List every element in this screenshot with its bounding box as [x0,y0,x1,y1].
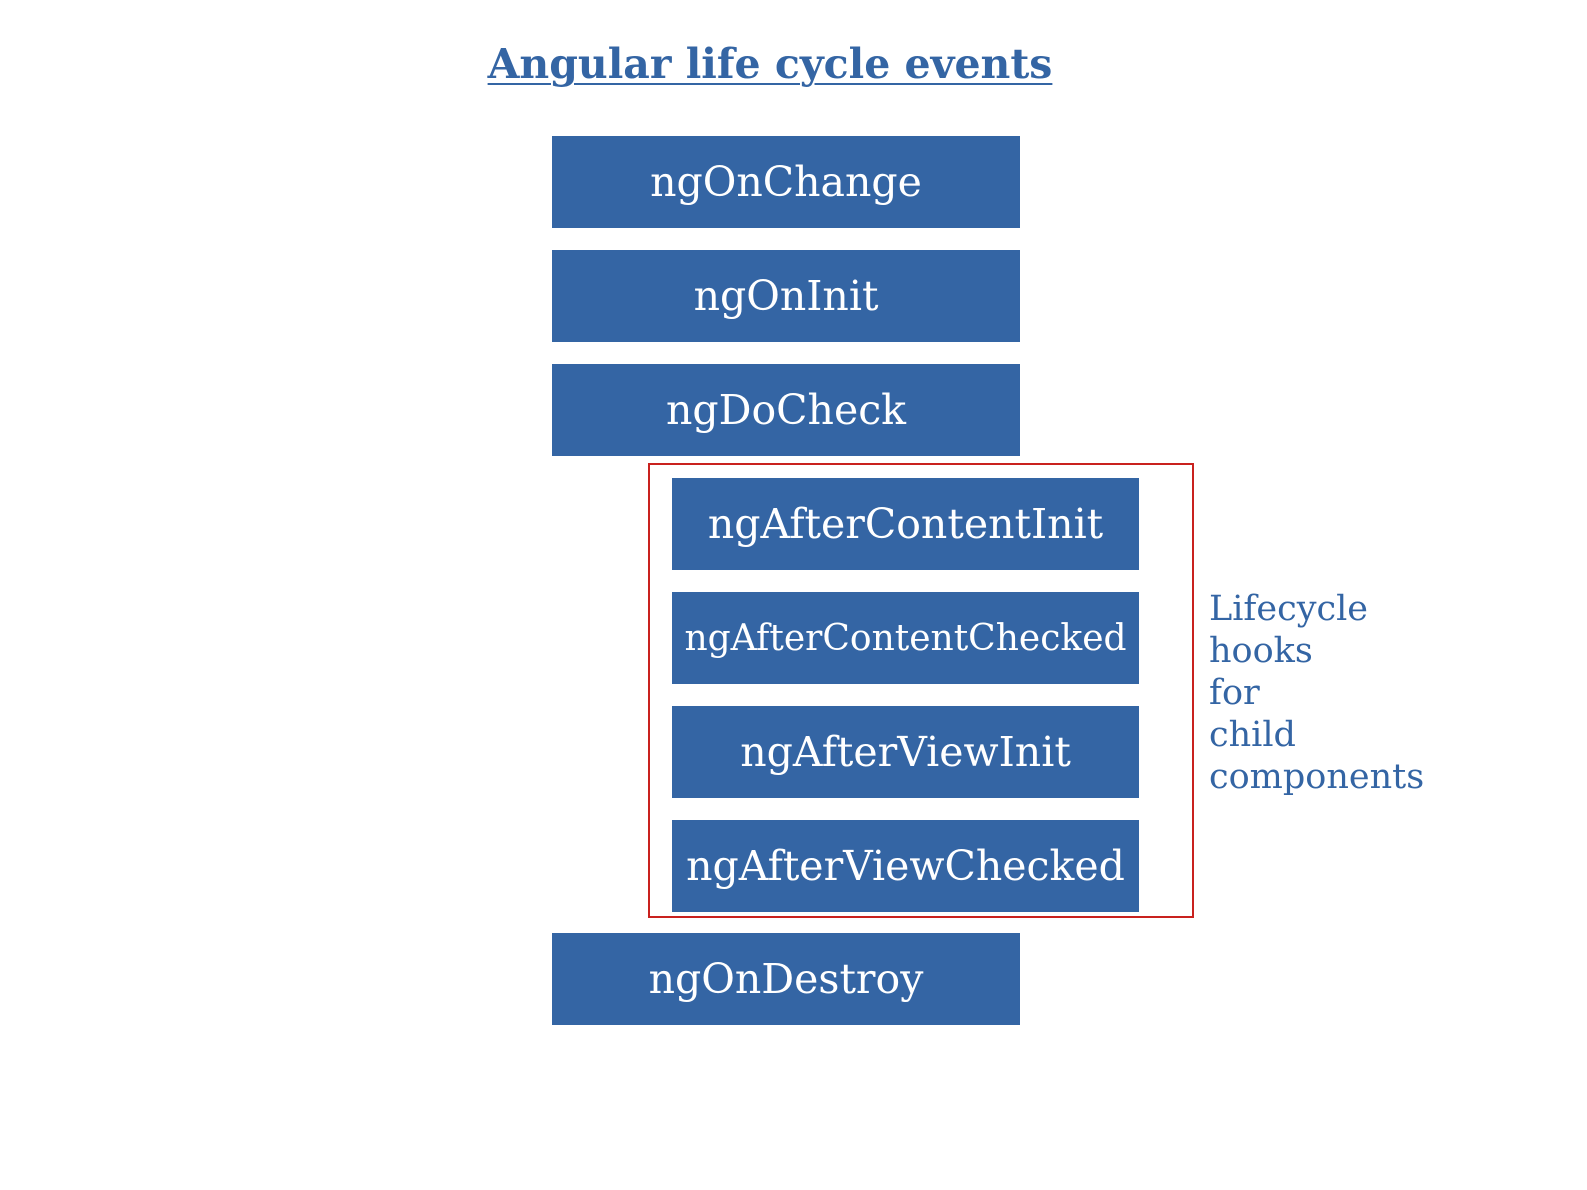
hook-box-ngoninit: ngOnInit [552,250,1020,342]
note-line: child [1209,715,1296,755]
hook-box-ngondestroy: ngOnDestroy [552,933,1020,1025]
note-line: components [1209,757,1425,797]
note-line: for [1209,673,1260,713]
hook-box-ngaftercontentinit: ngAfterContentInit [672,478,1139,570]
note-line: hooks [1209,631,1313,671]
diagram-title: Angular life cycle events [487,40,1053,88]
hook-box-ngdocheck: ngDoCheck [552,364,1020,456]
hook-box-ngafterviewchecked: ngAfterViewChecked [672,820,1139,912]
hook-box-ngafterviewinit: ngAfterViewInit [672,706,1139,798]
child-hooks-note: Lifecycle hooks for child components [1209,588,1469,798]
hook-box-ngaftercontentchecked: ngAfterContentChecked [672,592,1139,684]
hook-box-ngonchange: ngOnChange [552,136,1020,228]
child-hooks-group-border [648,463,1194,918]
note-line: Lifecycle [1209,589,1368,629]
